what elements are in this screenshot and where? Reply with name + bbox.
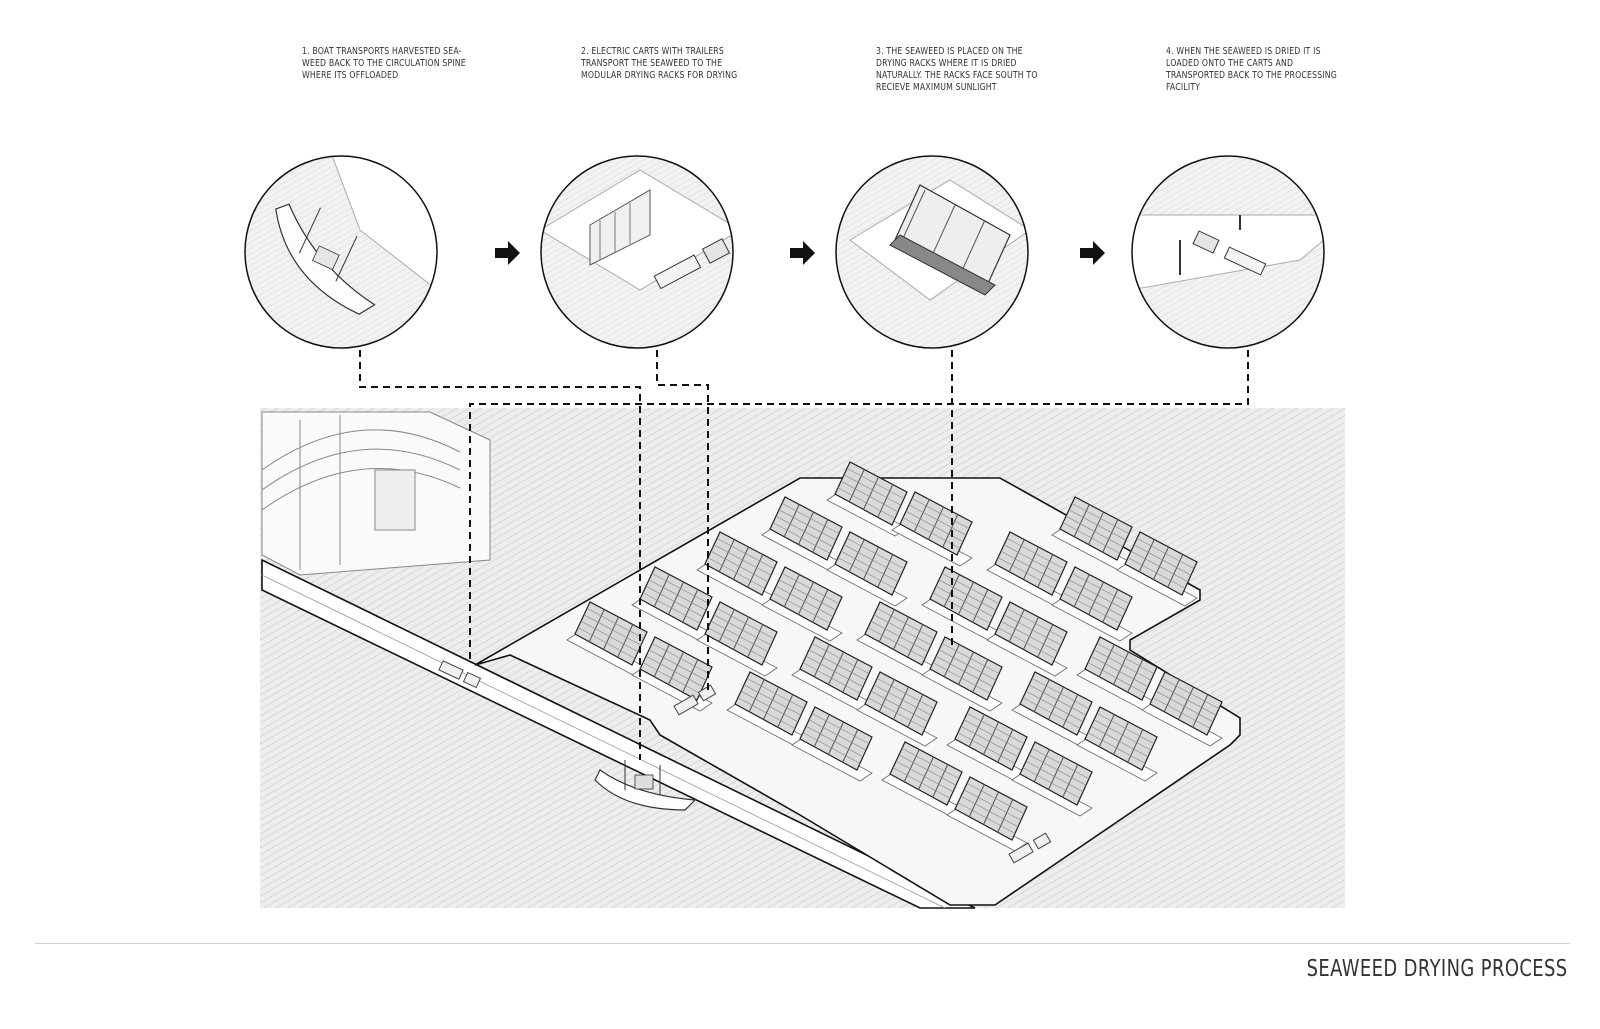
arrow-icon: [790, 241, 815, 265]
cart-returning: [1008, 832, 1052, 864]
drying-rack: [856, 601, 938, 677]
drying-rack: [1051, 566, 1133, 642]
leader-step-4: [469, 350, 1249, 660]
circulation-spine: [261, 558, 976, 909]
drying-rack: [946, 776, 1028, 852]
drying-rack: [986, 601, 1068, 677]
drying-rack: [761, 566, 843, 642]
drying-rack: [1076, 636, 1158, 712]
drying-rack: [1076, 706, 1158, 782]
step-3-text: 3. THE SEAWEED IS PLACED ON THE DRYING R…: [876, 46, 1038, 93]
step-2-text: 2. ELECTRIC CARTS WITH TRAILERS TRANSPOR…: [581, 46, 738, 81]
step-1-circle: [244, 155, 438, 349]
step-1-text: 1. BOAT TRANSPORTS HARVESTED SEA-WEED BA…: [302, 46, 466, 81]
leader-lines: [359, 350, 1249, 760]
drying-rack: [921, 566, 1003, 642]
drying-rack: [826, 531, 908, 607]
drying-racks: [566, 461, 1223, 852]
drying-rack: [1011, 741, 1093, 817]
arrow-icon: [495, 241, 520, 265]
drying-rack: [696, 601, 778, 677]
drying-rack: [1141, 671, 1223, 747]
drying-rack: [726, 671, 808, 747]
boat: [594, 760, 697, 811]
drying-rack: [921, 636, 1003, 712]
drying-rack: [856, 671, 938, 747]
step-3-circle: [835, 155, 1029, 349]
processing-facility: [261, 411, 491, 576]
step-4-text: 4. WHEN THE SEAWEED IS DRIED IT IS LOADE…: [1166, 46, 1337, 93]
drying-rack: [791, 636, 873, 712]
step-4-circle: [1131, 155, 1325, 349]
arrow-icon: [1080, 241, 1105, 265]
page-title: SEAWEED DRYING PROCESS: [1307, 956, 1568, 982]
cart-on-spine: [438, 660, 482, 689]
boat-closeup: [275, 203, 376, 315]
step-2-circle: [540, 155, 734, 349]
leader-step-2: [656, 350, 709, 690]
drying-rack: [881, 741, 963, 817]
footer-rule: [35, 943, 1570, 944]
cart-at-racks: [673, 684, 717, 716]
drying-rack: [1011, 671, 1093, 747]
drying-rack: [1116, 531, 1198, 607]
drying-rack: [761, 496, 843, 572]
drying-rack: [791, 706, 873, 782]
drying-rack: [946, 706, 1028, 782]
leader-step-1: [359, 350, 641, 760]
drying-rack: [631, 566, 713, 642]
drying-rack: [1051, 496, 1133, 572]
